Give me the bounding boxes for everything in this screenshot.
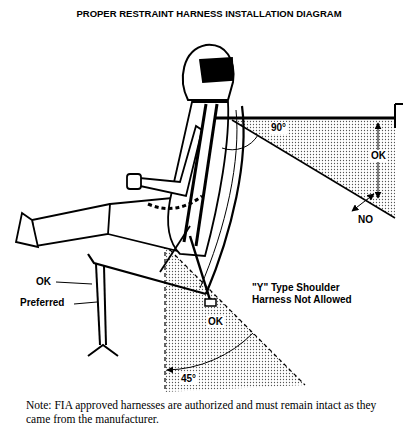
harness-straps-part — [148, 196, 202, 209]
no-label: NO — [358, 214, 373, 226]
harness-straps-part — [190, 236, 210, 300]
angle-label: 90° — [270, 122, 287, 134]
driver-figure — [16, 45, 234, 256]
harness-straps-part — [215, 117, 395, 120]
seat-mount-part — [88, 345, 118, 356]
seat-mount — [56, 264, 118, 356]
note-caption: Note: FIA approved harnesses are authori… — [26, 398, 398, 427]
shoulder-zone-part — [232, 120, 395, 218]
angle-marks — [167, 123, 378, 370]
driver-figure-part — [32, 204, 110, 246]
ok-label: OK — [36, 276, 51, 288]
angle-marks-part — [167, 333, 253, 370]
preferred-label: Preferred — [20, 297, 64, 309]
seat-mount-part — [96, 264, 100, 345]
harness-straps-part — [184, 104, 206, 242]
harness-straps-part — [160, 226, 190, 272]
ok-label: OK — [207, 316, 224, 328]
sub-belt-zone-part — [164, 245, 165, 392]
driver-figure-part — [127, 174, 141, 189]
driver-figure-part — [168, 102, 228, 256]
harness-straps-part — [196, 104, 217, 246]
ok-label: OK — [370, 150, 387, 162]
angle-label: 45° — [180, 373, 197, 385]
seat-mount-part — [104, 266, 106, 345]
harness-straps-part — [395, 104, 403, 128]
shoulder-zone — [232, 120, 395, 218]
harness-straps-part — [205, 299, 216, 306]
angle-marks-part — [352, 194, 374, 211]
seat-part — [88, 254, 206, 294]
driver-figure-part — [200, 58, 233, 82]
angle-marks-part — [222, 135, 258, 150]
seat-mount-part — [74, 302, 97, 304]
sub-belt-zone-part — [165, 245, 305, 392]
diagram-title: PROPER RESTRAINT HARNESS INSTALLATION DI… — [0, 8, 418, 19]
harness-straps — [148, 104, 403, 306]
seat-mount-part — [56, 282, 92, 284]
sub-belt-zone-part — [165, 245, 305, 385]
shoulder-zone-part — [232, 120, 395, 218]
driver-figure-part — [183, 45, 234, 100]
sub-belt-zone — [165, 245, 305, 392]
driver-figure-part — [16, 213, 38, 247]
note-label: "Y" Type Shoulder Harness Not Allowed — [252, 282, 356, 305]
